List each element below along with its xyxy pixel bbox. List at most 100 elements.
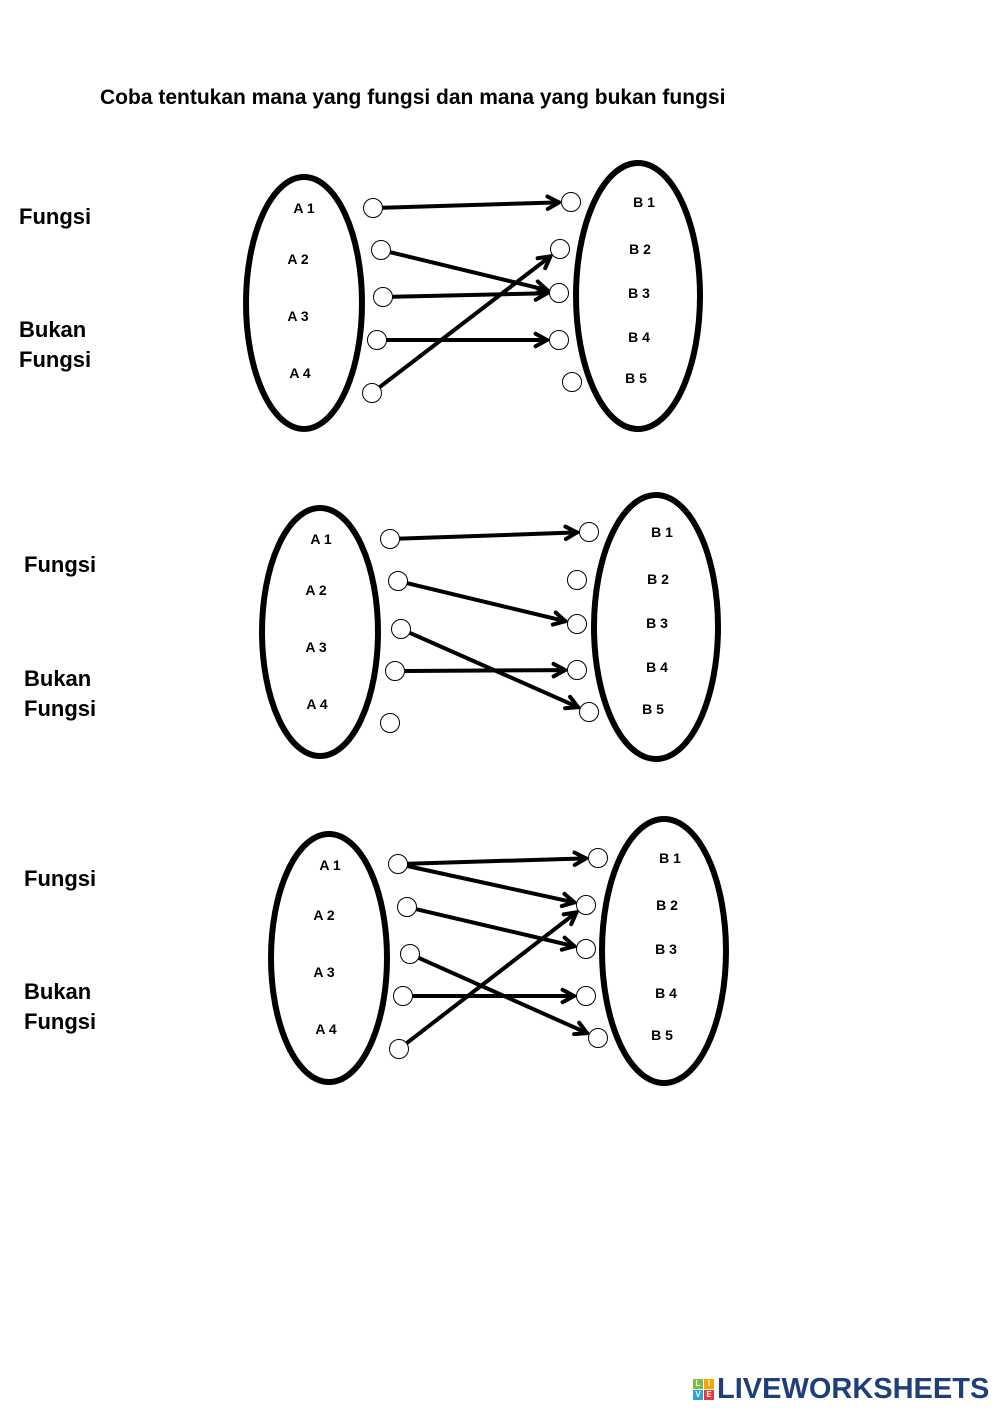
arrowhead-icon bbox=[550, 610, 568, 627]
codomain-set-ellipse bbox=[591, 492, 721, 762]
arrowhead-icon bbox=[551, 661, 568, 679]
codomain-set-ellipse bbox=[599, 816, 729, 1086]
arrowhead-icon bbox=[563, 524, 580, 542]
option-fungsi-1[interactable]: Fungsi bbox=[19, 204, 92, 229]
logo-text: LIVEWORKSHEETS bbox=[717, 1373, 990, 1405]
codomain-join-point[interactable] bbox=[562, 372, 582, 392]
codomain-element-label: B 3 bbox=[655, 941, 677, 957]
logo-letter: E bbox=[704, 1390, 714, 1400]
mapping-arrow bbox=[377, 254, 553, 389]
domain-join-point[interactable] bbox=[388, 571, 408, 591]
codomain-element-label: B 1 bbox=[659, 850, 681, 866]
codomain-element-label: B 5 bbox=[625, 370, 647, 386]
option-label: Fungsi bbox=[24, 696, 97, 721]
mapping-arrow bbox=[405, 850, 589, 867]
arrowhead-icon bbox=[533, 331, 549, 349]
arrowhead-icon bbox=[545, 194, 562, 211]
codomain-join-point[interactable] bbox=[549, 283, 569, 303]
codomain-join-point[interactable] bbox=[567, 614, 587, 634]
domain-element-label: A 2 bbox=[287, 251, 308, 267]
arrowhead-icon bbox=[572, 850, 589, 867]
mapping-arrow bbox=[404, 910, 579, 1045]
codomain-join-point[interactable] bbox=[588, 848, 608, 868]
codomain-element-label: B 3 bbox=[646, 615, 668, 631]
codomain-join-point[interactable] bbox=[549, 330, 569, 350]
domain-element-label: A 1 bbox=[319, 857, 340, 873]
option-label: Fungsi bbox=[24, 1009, 97, 1034]
codomain-join-point[interactable] bbox=[576, 986, 596, 1006]
domain-join-point[interactable] bbox=[393, 986, 413, 1006]
arrowhead-icon bbox=[559, 935, 577, 952]
domain-join-point[interactable] bbox=[385, 661, 405, 681]
arrowhead-icon bbox=[561, 910, 579, 927]
codomain-element-label: B 5 bbox=[642, 701, 664, 717]
domain-join-point[interactable] bbox=[362, 383, 382, 403]
option-fungsi-2[interactable]: Fungsi bbox=[24, 552, 97, 577]
domain-join-point[interactable] bbox=[380, 529, 400, 549]
logo-letter: L bbox=[693, 1379, 703, 1389]
domain-join-point[interactable] bbox=[391, 619, 411, 639]
arrowhead-icon bbox=[559, 891, 577, 909]
logo-icon: L I V E bbox=[693, 1379, 714, 1400]
codomain-element-label: B 2 bbox=[647, 571, 669, 587]
domain-element-label: A 3 bbox=[287, 308, 308, 324]
codomain-element-label: B 3 bbox=[628, 285, 650, 301]
codomain-element-label: B 1 bbox=[633, 194, 655, 210]
domain-join-point[interactable] bbox=[397, 897, 417, 917]
mapping-arrow bbox=[411, 987, 576, 1005]
mapping-arrow bbox=[405, 864, 577, 909]
codomain-join-point[interactable] bbox=[576, 939, 596, 959]
mapping-arrow bbox=[388, 250, 550, 296]
option-fungsi-3[interactable]: Fungsi bbox=[24, 866, 97, 891]
mapping-arrow bbox=[390, 285, 550, 302]
option-label: Bukan bbox=[19, 317, 87, 342]
codomain-join-point[interactable] bbox=[567, 660, 587, 680]
domain-join-point[interactable] bbox=[373, 287, 393, 307]
codomain-join-point[interactable] bbox=[576, 895, 596, 915]
domain-join-point[interactable] bbox=[400, 944, 420, 964]
codomain-element-label: B 2 bbox=[629, 241, 651, 257]
mapping-arrow bbox=[380, 194, 562, 211]
codomain-element-label: B 4 bbox=[646, 659, 668, 675]
codomain-join-point[interactable] bbox=[550, 239, 570, 259]
domain-element-label: A 3 bbox=[305, 639, 326, 655]
codomain-set-ellipse bbox=[573, 160, 703, 432]
domain-element-label: A 1 bbox=[293, 200, 314, 216]
liveworksheets-logo: L I V E LIVEWORKSHEETS bbox=[693, 1373, 989, 1406]
arrowhead-icon bbox=[535, 254, 553, 271]
domain-element-label: A 1 bbox=[310, 531, 331, 547]
option-label: Bukan bbox=[24, 666, 92, 691]
domain-join-point[interactable] bbox=[388, 854, 408, 874]
logo-letter: V bbox=[693, 1390, 703, 1400]
domain-join-point[interactable] bbox=[363, 198, 383, 218]
mapping-diagram-2: A 1A 2A 3A 4B 1B 2B 3B 4B 5 bbox=[259, 492, 721, 762]
domain-element-label: A 4 bbox=[315, 1021, 336, 1037]
domain-set-ellipse bbox=[268, 831, 390, 1085]
domain-set-ellipse bbox=[243, 174, 365, 432]
codomain-join-point[interactable] bbox=[579, 522, 599, 542]
domain-join-point[interactable] bbox=[371, 240, 391, 260]
domain-join-point[interactable] bbox=[367, 330, 387, 350]
domain-element-label: A 2 bbox=[305, 582, 326, 598]
mapping-arrow bbox=[414, 907, 577, 952]
codomain-join-point[interactable] bbox=[567, 570, 587, 590]
mapping-arrow bbox=[405, 581, 568, 627]
domain-join-point[interactable] bbox=[389, 1039, 409, 1059]
codomain-join-point[interactable] bbox=[561, 192, 581, 212]
codomain-join-point[interactable] bbox=[588, 1028, 608, 1048]
mapping-arrow bbox=[397, 524, 580, 542]
domain-element-label: A 2 bbox=[313, 907, 334, 923]
codomain-element-label: B 4 bbox=[628, 329, 650, 345]
domain-join-point[interactable] bbox=[380, 713, 400, 733]
option-label: Fungsi bbox=[19, 347, 92, 372]
arrowhead-icon bbox=[533, 285, 550, 302]
option-label: Bukan bbox=[24, 979, 92, 1004]
domain-element-label: A 4 bbox=[289, 365, 310, 381]
mapping-diagram-1: A 1 A 2 A 3 A 4 B 1 B 2 B 3 B 4 B 5 bbox=[243, 160, 703, 432]
mapping-arrow bbox=[385, 331, 549, 349]
codomain-join-point[interactable] bbox=[579, 702, 599, 722]
